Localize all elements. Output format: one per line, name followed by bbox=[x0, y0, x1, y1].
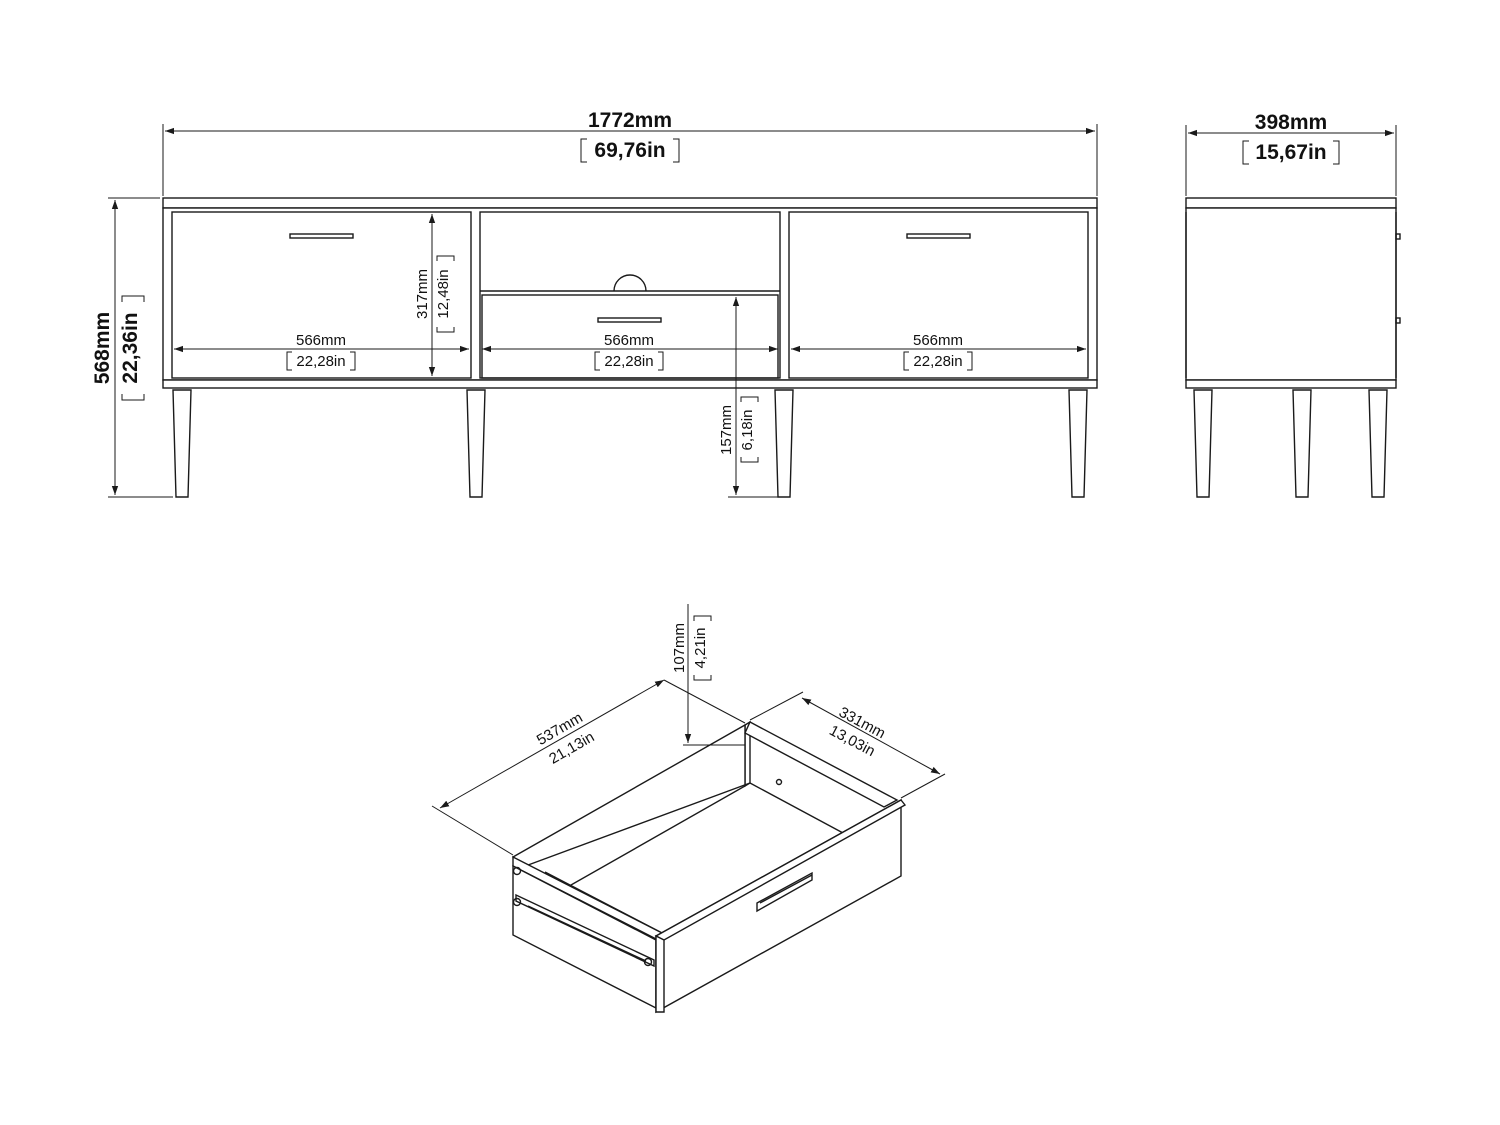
drawer-front-panel bbox=[655, 798, 902, 1014]
cabinet-base bbox=[162, 379, 1098, 389]
door-height-mm: 317mm bbox=[414, 269, 431, 319]
drawer-height-in-bracket-bottom bbox=[693, 675, 712, 681]
front-width-in-bracket-left bbox=[580, 138, 587, 163]
drawer-bottom-back-edge bbox=[519, 782, 751, 869]
front-leg-2 bbox=[466, 389, 486, 498]
left-door-in-bracket-right bbox=[350, 351, 356, 371]
side-leg-1 bbox=[1193, 389, 1213, 498]
drawer-length-extension-back bbox=[663, 679, 746, 724]
side-leg-3 bbox=[1368, 389, 1388, 498]
drawer-front-handle-edge bbox=[759, 874, 813, 904]
leg-height-in-bracket-top bbox=[740, 396, 759, 402]
front-width-mm: 1772mm bbox=[588, 109, 672, 132]
cable-hole-icon bbox=[613, 274, 647, 292]
door-height-in: 12,48in bbox=[435, 269, 452, 318]
left-door bbox=[171, 211, 472, 379]
side-top-panel bbox=[1185, 197, 1397, 209]
front-width-in-bracket-right bbox=[673, 138, 680, 163]
drawer-view: 107mm 4,21in 537mm 21,13in 331mm 13,03in bbox=[431, 604, 946, 1014]
right-door-handle bbox=[906, 233, 971, 239]
left-door-width-mm: 566mm bbox=[296, 332, 346, 349]
door-height-in-bracket-bottom bbox=[436, 327, 455, 333]
front-leg-3 bbox=[774, 389, 794, 498]
drawer-back-hole bbox=[775, 778, 783, 786]
drawer-height-in-bracket-top bbox=[693, 615, 712, 621]
side-depth-in: 15,67in bbox=[1255, 141, 1326, 164]
cabinet-top-panel bbox=[162, 197, 1098, 209]
drawer-screw-hole-3 bbox=[643, 957, 653, 967]
drawer-in-bracket-left bbox=[594, 351, 600, 371]
leg-height-in-bracket-bottom bbox=[740, 457, 759, 463]
side-depth-mm: 398mm bbox=[1255, 111, 1327, 134]
door-height-in-bracket-top bbox=[436, 255, 455, 261]
side-handle-lower bbox=[1395, 317, 1401, 324]
side-base bbox=[1185, 379, 1397, 389]
front-height-in-bracket-top bbox=[121, 295, 145, 302]
drawer-width-dimension-line bbox=[801, 697, 941, 775]
drawer-runner-rail-inner bbox=[527, 905, 647, 962]
front-width-in: 69,76in bbox=[594, 139, 665, 162]
drawer-width-mm: 566mm bbox=[604, 332, 654, 349]
drawer-width-in: 22,28in bbox=[604, 353, 653, 370]
side-leg-2 bbox=[1292, 389, 1312, 498]
leg-height-mm: 157mm bbox=[718, 405, 735, 455]
drawer-handle bbox=[597, 317, 662, 323]
drawer-length-extension-front bbox=[431, 805, 514, 856]
side-view: 398mm 15,67in bbox=[1185, 111, 1401, 498]
right-door-in-bracket-right bbox=[967, 351, 973, 371]
front-height-in-bracket-bottom bbox=[121, 394, 145, 401]
drawer-height-mm: 107mm bbox=[671, 623, 688, 673]
drawer-screw-hole-1 bbox=[512, 866, 522, 876]
leg-height-in: 6,18in bbox=[739, 410, 756, 451]
left-door-in-bracket-left bbox=[286, 351, 292, 371]
drawer-screw-hole-2 bbox=[512, 897, 522, 907]
right-door-width-mm: 566mm bbox=[913, 332, 963, 349]
drawer-length-dimension-line bbox=[439, 679, 665, 809]
side-depth-in-bracket-right bbox=[1333, 140, 1340, 165]
drawer-height-in: 4,21in bbox=[692, 628, 709, 669]
drawer-front-panel-side bbox=[655, 934, 665, 1013]
side-body bbox=[1185, 207, 1397, 381]
front-leg-4 bbox=[1068, 389, 1088, 498]
front-view: 1772mm 69,76in 568mm 22,36in bbox=[91, 109, 1098, 498]
front-leg-1 bbox=[172, 389, 192, 498]
right-door-width-in: 22,28in bbox=[913, 353, 962, 370]
right-door-in-bracket-left bbox=[903, 351, 909, 371]
left-door-width-in: 22,28in bbox=[296, 353, 345, 370]
drawer-width-extension-back bbox=[749, 691, 804, 721]
middle-drawer-front bbox=[481, 294, 779, 379]
front-height-in: 22,36in bbox=[119, 312, 142, 383]
drawer-left-side-lower bbox=[512, 864, 657, 1010]
side-depth-in-bracket-left bbox=[1242, 140, 1249, 165]
right-door bbox=[788, 211, 1089, 379]
left-door-handle bbox=[289, 233, 354, 239]
side-handle-upper bbox=[1395, 233, 1401, 240]
front-height-mm: 568mm bbox=[91, 312, 114, 384]
drawer-in-bracket-right bbox=[658, 351, 664, 371]
drawer-width-extension-front bbox=[900, 773, 946, 799]
